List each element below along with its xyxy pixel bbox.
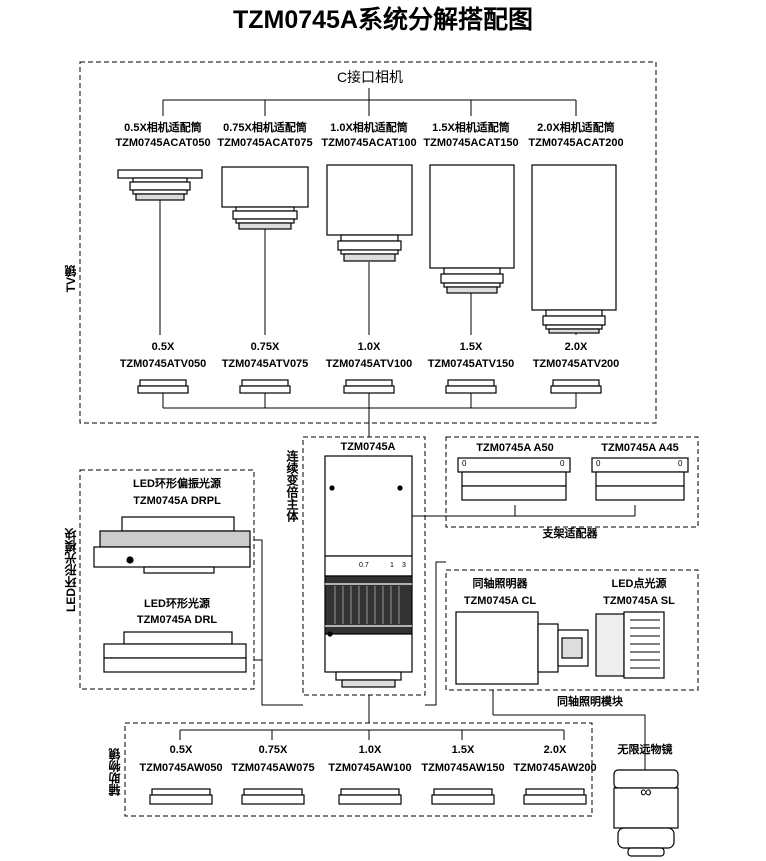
- coaxial-module-label: 同轴照明模块: [557, 696, 623, 708]
- camera-module-frame: [79, 61, 657, 424]
- adapter-tv-lines: [159, 200, 577, 335]
- aux-150-code: TZM0745AW150: [421, 762, 505, 774]
- bracket-a45-mark-right: 0: [678, 459, 683, 468]
- camera-section-label: C接口相机: [336, 69, 404, 85]
- page-title: TZM0745A系统分解搭配图: [232, 6, 534, 34]
- adapter-150-name: 1.5X相机适配筒: [432, 122, 510, 134]
- led-ring-link-line: [254, 539, 303, 706]
- scale-mark-3: 3: [402, 562, 406, 569]
- adapter-100-name: 1.0X相机适配筒: [330, 122, 408, 134]
- bracket-a50-code: TZM0745A A50: [476, 442, 554, 454]
- led-ring-module-label: LED环形光模块: [64, 528, 78, 612]
- tv-050-mag: 0.5X: [151, 341, 175, 353]
- led-polarizer-code: TZM0745A DRPL: [133, 495, 221, 507]
- main-body-frame: [302, 436, 426, 696]
- led-polarizer-name: LED环形偏振光源: [133, 478, 221, 490]
- adapter-150-drawing: [429, 164, 515, 294]
- bracket-a50-mark-left: 0: [462, 459, 467, 468]
- aux-100-mag: 1.0X: [358, 744, 382, 756]
- adapter-100-code: TZM0745ACAT100: [321, 137, 417, 149]
- infinity-symbol: ∞: [640, 784, 652, 801]
- adapter-200-code: TZM0745ACAT200: [528, 137, 624, 149]
- scale-mark-1: 0.7: [359, 562, 369, 569]
- aux-050-mag: 0.5X: [169, 744, 193, 756]
- adapter-075-code: TZM0745ACAT075: [217, 137, 313, 149]
- tv-100-code: TZM0745ATV100: [325, 358, 413, 370]
- bracket-a45-code: TZM0745A A45: [601, 442, 679, 454]
- bracket-a45-mark-left: 0: [596, 459, 601, 468]
- coaxial-link-line: [425, 561, 494, 715]
- adapter-050-code: TZM0745ACAT050: [115, 137, 211, 149]
- tv-050-code: TZM0745ATV050: [119, 358, 207, 370]
- coaxial-illuminator-drawing: [455, 611, 665, 685]
- tv-150-code: TZM0745ATV150: [427, 358, 515, 370]
- main-body-label: 连续变倍主体: [285, 450, 299, 522]
- aux-050-code: TZM0745AW050: [139, 762, 223, 774]
- tv-200-code: TZM0745ATV200: [532, 358, 620, 370]
- aux-100-code: TZM0745AW100: [328, 762, 412, 774]
- tv-lens-drawings: [137, 379, 602, 394]
- led-ring-code: TZM0745A DRL: [136, 614, 218, 626]
- led-ring-module-frame: [79, 469, 255, 690]
- infinity-objective-drawing: [613, 769, 679, 857]
- camera-bus-line: [162, 88, 577, 116]
- aux-module-label: 辅助物镜: [108, 748, 122, 796]
- aux-075-mag: 0.75X: [258, 744, 288, 756]
- aux-200-code: TZM0745AW200: [513, 762, 597, 774]
- aux-075-code: TZM0745AW075: [231, 762, 315, 774]
- tv-100-mag: 1.0X: [357, 341, 381, 353]
- adapter-200-drawing: [531, 164, 617, 334]
- aux-bus-line: [179, 695, 565, 740]
- adapter-075-name: 0.75X相机适配筒: [223, 122, 307, 134]
- coaxial-illuminator-name: 同轴照明器: [472, 578, 528, 590]
- scale-mark-2: 1: [390, 562, 394, 569]
- adapter-200-name: 2.0X相机适配筒: [537, 122, 615, 134]
- tv-075-code: TZM0745ATV075: [221, 358, 309, 370]
- infinity-objective-label: 无限远物镜: [617, 744, 673, 756]
- adapter-075-drawing: [221, 166, 309, 230]
- tv-075-mag: 0.75X: [250, 341, 280, 353]
- aux-200-mag: 2.0X: [543, 744, 567, 756]
- bracket-drawings: [457, 457, 689, 501]
- led-ring-drawing: [103, 631, 247, 673]
- tv-bus-line: [162, 393, 577, 437]
- bracket-link-line: [412, 505, 636, 517]
- zoom-body-drawing: [324, 455, 413, 688]
- tv-lens-label: TV镜: [64, 265, 78, 293]
- adapter-050-name: 0.5X相机适配筒: [124, 122, 202, 134]
- infinity-link-line: [493, 714, 646, 780]
- bracket-a50-mark-right: 0: [560, 459, 565, 468]
- bracket-label: 支架适配器: [542, 528, 598, 540]
- aux-lens-drawings: [149, 788, 587, 805]
- coaxial-module-frame: [445, 569, 699, 691]
- led-spot-code: TZM0745A SL: [603, 595, 675, 607]
- aux-150-mag: 1.5X: [451, 744, 475, 756]
- coaxial-illuminator-code: TZM0745A CL: [463, 595, 537, 607]
- adapter-100-drawing: [326, 164, 413, 262]
- tv-150-mag: 1.5X: [459, 341, 483, 353]
- adapter-150-code: TZM0745ACAT150: [423, 137, 519, 149]
- led-polarizer-drawing: [93, 516, 251, 574]
- aux-module-frame: [124, 722, 593, 817]
- led-ring-name: LED环形光源: [144, 598, 210, 610]
- adapter-050-drawing: [117, 169, 203, 201]
- led-spot-name: LED点光源: [611, 578, 667, 590]
- main-body-code: TZM0745A: [340, 441, 396, 453]
- tv-200-mag: 2.0X: [564, 341, 588, 353]
- bracket-module-frame: [445, 436, 699, 528]
